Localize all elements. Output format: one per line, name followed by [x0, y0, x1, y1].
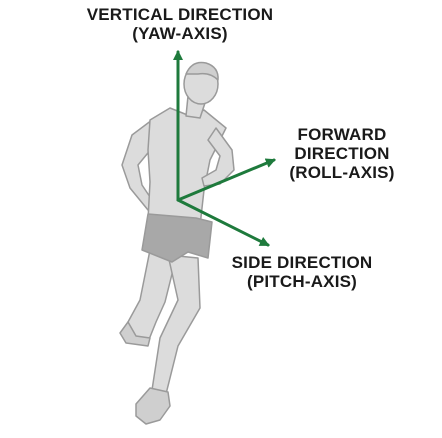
- pitch-axis-arrow: [176, 198, 270, 247]
- pitch-axis-label-line2: (PITCH-AXIS): [246, 272, 358, 291]
- runner-torso: [147, 107, 227, 227]
- roll-axis-arrow: [176, 158, 276, 202]
- runner-front-shoe: [135, 387, 171, 425]
- pitch-axis-label: SIDE DIRECTION (PITCH-AXIS): [212, 253, 392, 291]
- runner-front-arm: [201, 127, 235, 187]
- runner-back-shoe: [119, 321, 151, 347]
- roll-axis-label: FORWARD DIRECTION (ROLL-AXIS): [272, 125, 412, 182]
- roll-axis-label-line2: DIRECTION: [294, 144, 390, 163]
- yaw-axis-label-line1: VERTICAL DIRECTION: [86, 5, 274, 24]
- yaw-axis-label: VERTICAL DIRECTION (YAW-AXIS): [70, 5, 290, 43]
- roll-axis-label-line1: FORWARD: [297, 125, 387, 144]
- runner-illustration: [119, 61, 235, 425]
- axis-arrows: [173, 50, 276, 247]
- yaw-axis-label-line2: (YAW-AXIS): [132, 24, 228, 43]
- pitch-axis-label-line1: SIDE DIRECTION: [231, 253, 373, 272]
- roll-axis-label-line3: (ROLL-AXIS): [289, 163, 395, 182]
- runner-hair: [185, 61, 219, 81]
- runner-shorts: [141, 213, 213, 263]
